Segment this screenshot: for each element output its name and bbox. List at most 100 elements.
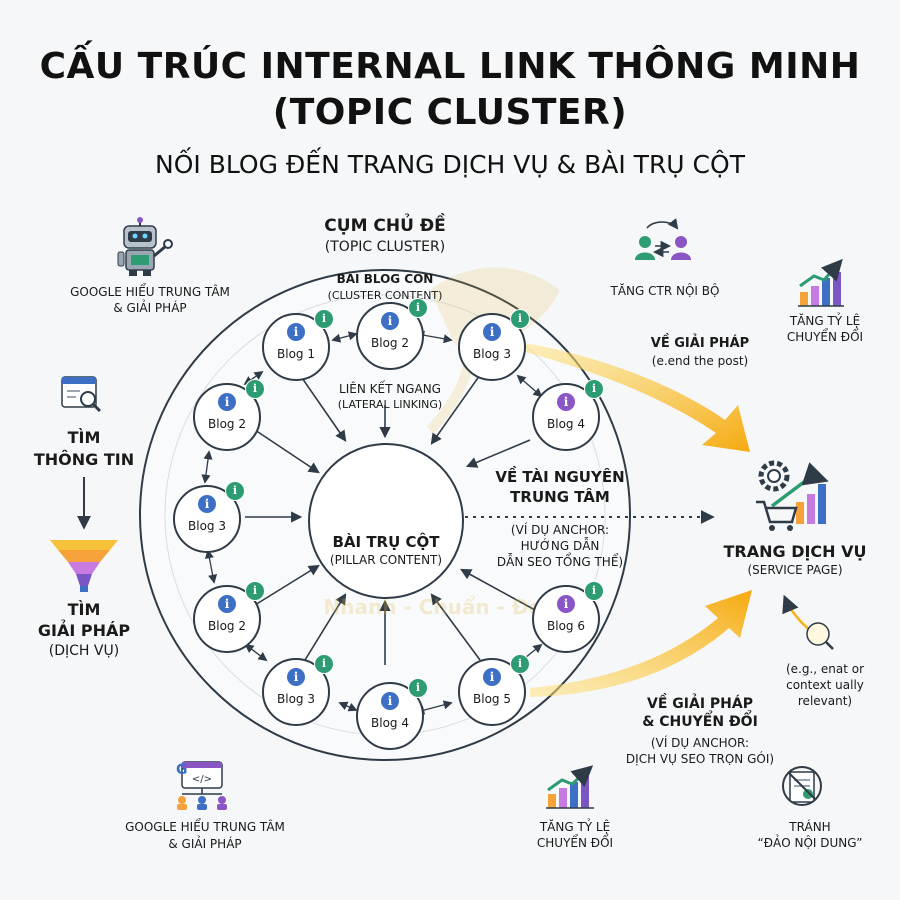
link-badge-icon: i xyxy=(245,581,265,601)
blog-label: Blog 1 xyxy=(277,347,315,361)
left-bottom-label-line1: GOOGLE HIỂU TRUNG TÂM xyxy=(125,820,285,834)
lateral-linking-title: LIÊN KẾT NGANG xyxy=(339,382,441,396)
link-badge-icon: i xyxy=(314,654,334,674)
link-badge-icon: i xyxy=(408,298,428,318)
info-icon: i xyxy=(198,495,216,513)
lateral-linking-subtitle: (LATERAL LINKING) xyxy=(337,398,443,411)
bar-chart-icon xyxy=(798,258,844,307)
conversion-top-line2: CHUYỂN ĐỔI xyxy=(786,330,864,344)
page-subtitle: NỐI BLOG ĐẾN TRANG DỊCH VỤ & BÀI TRỤ CỘT xyxy=(155,150,745,179)
link-badge-icon: i xyxy=(314,309,334,329)
pillar-subtitle: (PILLAR CONTENT) xyxy=(329,553,443,567)
resource-line5: DẪN SEO TỔNG THỂ) xyxy=(496,555,624,569)
spoke-arrow xyxy=(465,439,531,468)
pillar-title: BÀI TRỤ CỘT xyxy=(332,533,440,551)
spoke-arrow xyxy=(430,593,481,661)
left-bottom-label-line2: & GIẢI PHÁP xyxy=(168,837,242,851)
spoke-arrow xyxy=(460,568,536,611)
blog-node[interactable]: i Blog 3 i xyxy=(262,654,334,726)
funnel-bottom-line2: GIẢI PHÁP xyxy=(37,621,131,640)
lateral-arrow xyxy=(338,701,358,712)
solution-bottom-line4: DỊCH VỤ SEO TRỌN GÓI) xyxy=(625,752,775,766)
blog-label: Blog 2 xyxy=(208,619,246,633)
info-icon: i xyxy=(381,312,399,330)
link-badge-icon: i xyxy=(408,678,428,698)
resource-line4: HƯỚNG DẪN xyxy=(520,539,600,553)
avoid-line2: “ĐẢO NỘI DUNG” xyxy=(757,836,863,850)
spoke-arrow xyxy=(304,593,347,661)
blog-node[interactable]: i Blog 3 i xyxy=(173,481,245,553)
cluster-subtitle: (TOPIC CLUSTER) xyxy=(324,239,446,255)
blog-label: Blog 3 xyxy=(473,347,511,361)
link-badge-icon: i xyxy=(510,654,530,674)
link-badge-icon: i xyxy=(584,581,604,601)
spoke-arrow xyxy=(254,429,320,474)
avoid-line1: TRÁNH xyxy=(789,820,831,834)
info-icon: i xyxy=(218,595,236,613)
blog-label: Blog 4 xyxy=(547,417,585,431)
solution-top-line2: (e.end the post) xyxy=(651,354,749,368)
blog-node[interactable]: i Blog 2 i xyxy=(193,379,265,451)
cluster-content-title: BÀI BLOG CON xyxy=(336,272,434,286)
link-badge-icon: i xyxy=(584,379,604,399)
gold-arrow-bottom xyxy=(530,590,752,697)
link-badge-icon: i xyxy=(245,379,265,399)
cluster-title: CỤM CHỦ ĐỀ xyxy=(324,216,446,236)
info-icon: i xyxy=(381,692,399,710)
lateral-arrow xyxy=(204,549,218,584)
conversion-top-line1: TĂNG TỶ LỆ xyxy=(789,314,861,328)
conversion-bottom-line1: TĂNG TỶ LỆ xyxy=(539,820,611,834)
cluster-content-subtitle: (CLUSTER CONTENT) xyxy=(327,289,443,302)
resource-line2: TRUNG TÂM xyxy=(510,488,610,506)
solution-bottom-line1: VỀ GIẢI PHÁP xyxy=(647,696,753,712)
robot-icon xyxy=(117,217,173,276)
blog-node[interactable]: i Blog 6 i xyxy=(532,581,604,653)
blog-label: Blog 2 xyxy=(208,417,246,431)
conversion-bottom-line2: CHUYỂN ĐỔI xyxy=(536,836,614,850)
info-icon: i xyxy=(218,393,236,411)
lateral-arrow xyxy=(244,643,268,662)
spoke-arrows xyxy=(245,374,536,665)
blog-label: Blog 3 xyxy=(188,519,226,533)
spoke-arrow xyxy=(254,564,320,606)
info-icon: i xyxy=(483,323,501,341)
blog-node[interactable]: i Blog 3 i xyxy=(458,309,530,381)
search-icon xyxy=(61,376,102,413)
blog-label: Blog 6 xyxy=(547,619,585,633)
google-code-icon: </> G xyxy=(176,761,227,810)
contextual-line1: (e.g., enat or xyxy=(785,662,865,676)
blog-label: Blog 2 xyxy=(371,336,409,350)
svg-text:G: G xyxy=(176,762,188,778)
blog-node[interactable]: i Blog 5 i xyxy=(458,654,530,726)
lateral-arrow xyxy=(516,374,543,398)
link-badge-icon: i xyxy=(510,309,530,329)
info-icon: i xyxy=(287,668,305,686)
solution-top-line1: VỀ GIẢI PHÁP xyxy=(650,336,750,351)
magnifier-icon xyxy=(806,622,834,650)
blog-label: Blog 4 xyxy=(371,716,409,730)
solution-bottom-line2: & CHUYỂN ĐỔI xyxy=(642,714,758,730)
blog-node[interactable]: i Blog 2 i xyxy=(193,581,265,653)
lateral-arrow xyxy=(331,331,358,343)
ctr-label: TĂNG CTR NỘI BỘ xyxy=(610,284,720,298)
info-icon: i xyxy=(483,668,501,686)
pillar-content-node[interactable]: BÀI TRỤ CỘT (PILLAR CONTENT) xyxy=(308,443,464,599)
funnel-bottom-line3: (DỊCH VỤ) xyxy=(48,643,120,659)
blog-node[interactable]: i Blog 4 i xyxy=(532,379,604,451)
info-icon: i xyxy=(557,595,575,613)
blog-node[interactable]: i Blog 1 i xyxy=(262,309,334,381)
lateral-arrow xyxy=(201,450,213,484)
funnel-top-line2: THÔNG TIN xyxy=(33,450,135,469)
info-icon: i xyxy=(287,323,305,341)
blog-node[interactable]: i Blog 4 i xyxy=(356,678,428,750)
service-page-title[interactable]: TRANG DỊCH VỤ xyxy=(723,542,867,561)
page-title-line2: (TOPIC CLUSTER) xyxy=(272,92,628,133)
contextual-line2: context ually xyxy=(786,678,864,692)
funnel-icon xyxy=(50,540,118,592)
page-title-line1: CẤU TRÚC INTERNAL LINK THÔNG MINH xyxy=(39,46,861,87)
blog-node[interactable]: i Blog 2 i xyxy=(356,298,428,370)
left-top-label-line1: GOOGLE HIỂU TRUNG TÂM xyxy=(70,285,230,299)
funnel-top-line1: TÌM xyxy=(67,428,101,447)
funnel-bottom-line1: TÌM xyxy=(67,600,101,619)
svg-text:</>: </> xyxy=(192,774,212,785)
